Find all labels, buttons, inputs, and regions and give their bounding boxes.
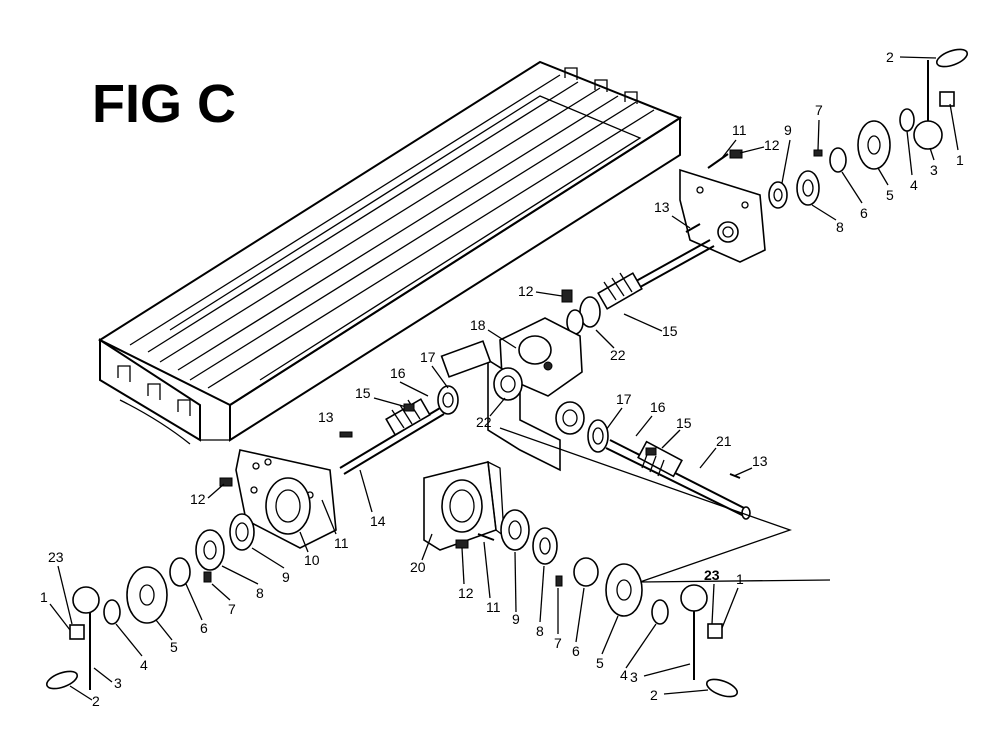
callout-16: 16 xyxy=(650,399,666,415)
callout-10: 10 xyxy=(304,552,320,568)
figure-title: FIG C xyxy=(92,74,236,134)
right-end-assembly xyxy=(679,48,969,263)
callout-7: 7 xyxy=(228,601,236,617)
leadscrew-left xyxy=(339,398,445,475)
callout-4: 4 xyxy=(140,657,148,673)
callout-2: 2 xyxy=(92,693,100,709)
callout-12: 12 xyxy=(764,137,780,153)
callouts-center: 18 17 16 15 13 14 22 17 16 15 21 13 xyxy=(318,317,768,529)
callout-18: 18 xyxy=(470,317,486,333)
callout-11: 11 xyxy=(486,599,501,615)
callout-13: 13 xyxy=(318,409,334,425)
callout-5: 5 xyxy=(596,655,604,671)
callout-8: 8 xyxy=(836,219,844,235)
callout-15: 15 xyxy=(676,415,692,431)
leadscrew-upper xyxy=(561,239,715,335)
callout-20: 20 xyxy=(410,559,426,575)
callout-3: 3 xyxy=(114,675,122,691)
callout-5: 5 xyxy=(886,187,894,203)
callouts-bottom: 20 12 11 9 8 7 6 5 4 23 1 3 2 xyxy=(410,533,744,703)
callout-12: 12 xyxy=(518,283,534,299)
callout-8: 8 xyxy=(536,623,544,639)
callout-23: 23 xyxy=(704,567,720,583)
callout-6: 6 xyxy=(200,620,208,636)
callout-3: 3 xyxy=(930,162,938,178)
callout-7: 7 xyxy=(815,102,823,118)
left-end-assembly xyxy=(45,449,337,690)
callout-14: 14 xyxy=(370,513,386,529)
callout-21: 21 xyxy=(716,433,732,449)
callout-22: 22 xyxy=(610,347,626,363)
callout-12: 12 xyxy=(190,491,206,507)
callout-5: 5 xyxy=(170,639,178,655)
callout-4: 4 xyxy=(910,177,918,193)
callout-17: 17 xyxy=(420,349,436,365)
callout-13: 13 xyxy=(654,199,670,215)
callout-7: 7 xyxy=(554,635,562,651)
callout-6: 6 xyxy=(572,643,580,659)
callout-2: 2 xyxy=(650,687,658,703)
callout-9: 9 xyxy=(282,569,290,585)
callout-8: 8 xyxy=(256,585,264,601)
callout-17: 17 xyxy=(616,391,632,407)
callout-9: 9 xyxy=(784,122,792,138)
callout-3: 3 xyxy=(630,669,638,685)
callout-4: 4 xyxy=(620,667,628,683)
callouts-right-end: 2 11 12 9 7 1 3 4 5 6 8 13 12 15 22 xyxy=(518,49,964,363)
callout-23: 23 xyxy=(48,549,64,565)
callout-11: 11 xyxy=(334,535,349,551)
work-table xyxy=(97,60,683,445)
callout-22: 22 xyxy=(476,414,492,430)
callout-13: 13 xyxy=(752,453,768,469)
callout-12: 12 xyxy=(458,585,474,601)
bottom-end-assembly xyxy=(423,460,739,698)
callout-1: 1 xyxy=(956,152,964,168)
leadscrew-21 xyxy=(587,419,751,520)
callout-6: 6 xyxy=(860,205,868,221)
callouts-left-end: 12 11 10 9 8 7 6 5 4 23 1 3 2 xyxy=(40,483,349,709)
saddle-nut-block xyxy=(437,317,585,472)
callout-15: 15 xyxy=(662,323,678,339)
callout-1: 1 xyxy=(40,589,48,605)
callout-15: 15 xyxy=(355,385,371,401)
callout-11: 11 xyxy=(732,122,747,138)
callout-1: 1 xyxy=(736,571,744,587)
callout-2: 2 xyxy=(886,49,894,65)
callout-16: 16 xyxy=(390,365,406,381)
callout-9: 9 xyxy=(512,611,520,627)
